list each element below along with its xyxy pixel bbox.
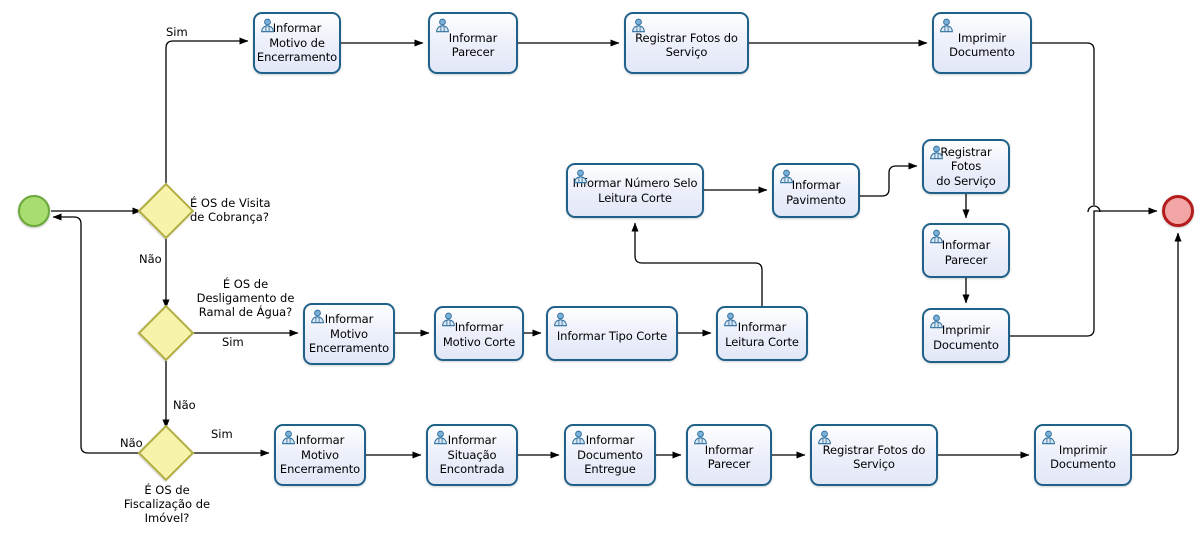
task-t6[interactable]: Informar Pavimento <box>772 163 860 218</box>
task-t11[interactable]: Informar Motivo Corte <box>434 306 524 361</box>
gateway-label-gw1: É OS de Visita de Cobrança? <box>190 196 271 224</box>
task-label: Informar Motivo Encerramento <box>308 312 390 356</box>
task-label: Imprimir Documento <box>949 30 1015 60</box>
edge-label-nao1: Não <box>139 252 162 266</box>
end-event[interactable] <box>1162 195 1194 227</box>
user-task-icon <box>817 430 832 445</box>
user-task-icon <box>779 169 794 184</box>
user-task-icon <box>929 145 944 160</box>
user-task-icon <box>571 430 586 445</box>
user-task-icon <box>310 309 325 324</box>
gateway-label-gw3: É OS de Fiscalização de Imóvel? <box>123 483 211 525</box>
task-t4[interactable]: Imprimir Documento <box>932 12 1032 74</box>
task-label: Registrar Fotos do Serviço <box>936 144 996 188</box>
edge-label-nao3: Não <box>120 436 143 450</box>
task-t1[interactable]: Informar Motivo de Encerramento <box>253 12 341 74</box>
task-label: Imprimir Documento <box>933 323 999 352</box>
user-task-icon <box>939 18 954 33</box>
task-label: Informar Situação Encontrada <box>439 433 505 477</box>
gateway-gw3[interactable] <box>137 424 195 482</box>
task-label: Informar Motivo Encerramento <box>279 433 361 477</box>
task-t14[interactable]: Informar Motivo Encerramento <box>274 424 366 486</box>
gateway-gw1[interactable] <box>137 182 195 240</box>
user-task-icon <box>553 312 568 327</box>
edge-label-sim1: Sim <box>166 25 188 39</box>
task-t2[interactable]: Informar Parecer <box>428 12 518 74</box>
edge-label-sim2: Sim <box>222 335 244 349</box>
edge-label-nao2: Não <box>173 398 196 412</box>
task-t10[interactable]: Informar Motivo Encerramento <box>303 303 395 365</box>
task-label: Informar Parecer <box>704 442 754 472</box>
user-task-icon <box>929 229 944 244</box>
task-label: Informar Número Selo Leitura Corte <box>572 176 698 205</box>
user-task-icon <box>281 430 296 445</box>
task-t13[interactable]: Informar Leitura Corte <box>716 306 808 361</box>
user-task-icon <box>573 169 588 184</box>
task-label: Informar Tipo Corte <box>556 329 668 344</box>
user-task-icon <box>631 18 646 33</box>
task-t15[interactable]: Informar Situação Encontrada <box>426 424 518 486</box>
user-task-icon <box>433 430 448 445</box>
user-task-icon <box>1041 430 1056 445</box>
start-event[interactable] <box>18 195 50 227</box>
edge-label-sim3: Sim <box>211 427 233 441</box>
task-t3[interactable]: Registrar Fotos do Serviço <box>624 12 749 74</box>
user-task-icon <box>929 314 944 329</box>
task-t8[interactable]: Informar Parecer <box>922 223 1010 278</box>
user-task-icon <box>435 18 450 33</box>
task-t19[interactable]: Imprimir Documento <box>1034 424 1132 486</box>
gateway-label-gw2: É OS de Desligamento de Ramal de Água? <box>196 277 295 319</box>
task-label: Informar Parecer <box>448 30 498 60</box>
task-t12[interactable]: Informar Tipo Corte <box>546 306 678 361</box>
user-task-icon <box>723 312 738 327</box>
task-label: Informar Leitura Corte <box>725 320 799 349</box>
user-task-icon <box>693 430 708 445</box>
task-label: Informar Motivo de Encerramento <box>256 21 338 65</box>
user-task-icon <box>260 18 275 33</box>
user-task-icon <box>441 312 456 327</box>
task-label: Imprimir Documento <box>1050 442 1116 472</box>
task-label: Informar Documento Entregue <box>577 433 643 477</box>
task-label: Informar Parecer <box>941 238 991 267</box>
task-t9[interactable]: Imprimir Documento <box>922 308 1010 363</box>
task-t7[interactable]: Registrar Fotos do Serviço <box>922 139 1010 194</box>
task-t5[interactable]: Informar Número Selo Leitura Corte <box>566 163 704 218</box>
task-label: Registrar Fotos do Serviço <box>635 30 738 60</box>
task-t17[interactable]: Informar Parecer <box>686 424 772 486</box>
task-t18[interactable]: Registrar Fotos do Serviço <box>810 424 938 486</box>
task-label: Informar Motivo Corte <box>442 320 516 349</box>
task-label: Informar Pavimento <box>786 178 846 207</box>
task-label: Registrar Fotos do Serviço <box>822 442 926 472</box>
task-t16[interactable]: Informar Documento Entregue <box>564 424 656 486</box>
